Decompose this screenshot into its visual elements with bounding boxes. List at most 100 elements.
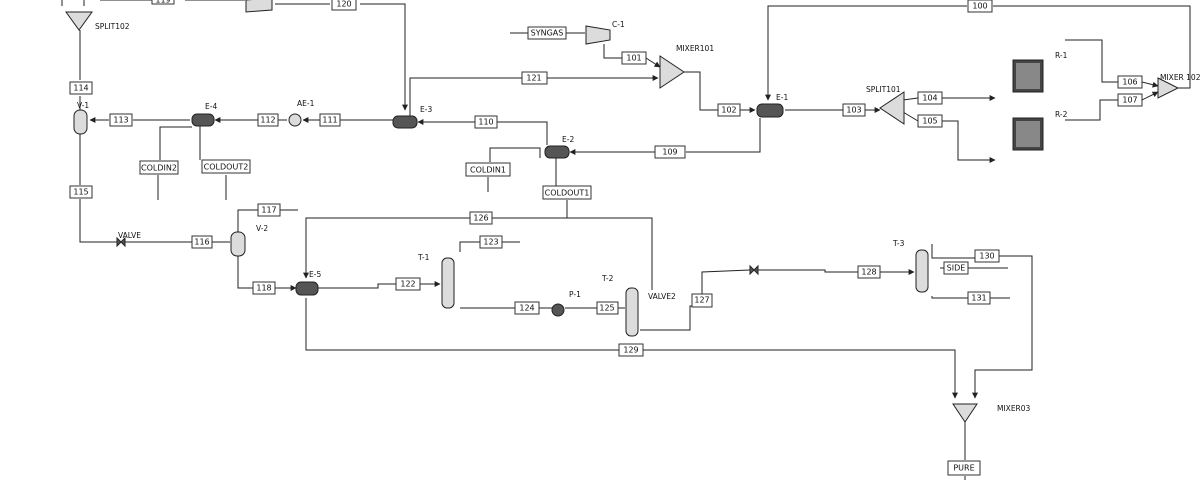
svg-text:109: 109 [662,148,677,157]
stream-tag-116: 116 [191,235,213,249]
svg-text:COLDIN2: COLDIN2 [141,164,177,173]
label-t3: T-3 [892,239,905,248]
svg-text:COLDOUT1: COLDOUT1 [545,189,590,198]
svg-text:104: 104 [922,94,937,103]
stream-tag-114: 114 [69,81,93,95]
svg-text:127: 127 [694,296,709,305]
svg-text:126: 126 [473,214,488,223]
svg-text:122: 122 [400,280,415,289]
stream-tag-128: 128 [857,265,881,279]
label-v1: V-1 [77,101,89,110]
stream-tag-104: 104 [917,91,943,105]
stream-tag-coldout1: COLDOUT1 [542,185,592,200]
stream-tag-131: 131 [967,291,991,305]
stream-tag-120: 120 [331,0,357,11]
stream-tag-113: 113 [109,113,133,127]
svg-text:129: 129 [623,346,638,355]
p1-symbol [551,303,565,317]
svg-text:SIDE: SIDE [947,264,966,273]
stream-tag-127: 127 [691,293,713,308]
stream-tag-side: SIDE [943,261,969,275]
stream-tag-coldin1: COLDIN1 [465,162,511,177]
stream-tag-105: 105 [917,114,943,128]
svg-text:PURE: PURE [953,464,974,473]
svg-text:106: 106 [1122,78,1137,87]
label-e2: E-2 [562,135,574,144]
stream-tag-126: 126 [469,211,493,225]
svg-text:110: 110 [478,118,493,127]
svg-text:118: 118 [256,284,271,293]
stream-tag-124: 124 [514,301,540,315]
stream-tag-coldin2: COLDIN2 [139,160,179,175]
mixer101-symbol [659,55,685,89]
svg-text:100: 100 [972,2,987,11]
stream-tag-125: 125 [596,301,619,315]
svg-text:114: 114 [73,84,88,93]
stream-tag-pure: PURE [947,460,981,476]
stream-lines [61,0,1191,480]
valve-symbol [116,236,126,248]
valve-t3-symbol [749,264,759,276]
stream-tag-coldout2: COLDOUT2 [201,159,251,174]
svg-text:125: 125 [599,304,614,313]
stream-tag-118: 118 [252,281,276,295]
c1-symbol [585,25,611,45]
svg-text:124: 124 [519,304,534,313]
r2-symbol [1012,117,1044,151]
label-mixer101: MIXER101 [676,44,714,53]
e4-symbol [191,113,215,127]
label-split101: SPLIT101 [866,85,901,94]
label-mixer03: MIXER03 [997,404,1031,413]
svg-text:107: 107 [1122,96,1137,105]
t2-symbol [625,287,639,337]
svg-text:COLDOUT2: COLDOUT2 [204,163,249,172]
r1-symbol [1012,59,1044,93]
svg-text:123: 123 [483,238,498,247]
svg-text:112: 112 [260,116,275,125]
stream-tag-121: 121 [521,71,548,85]
stream-tag-107: 107 [1117,93,1143,107]
stream-tag-106: 106 [1117,75,1143,89]
svg-text:103: 103 [846,106,861,115]
svg-text:111: 111 [322,116,337,125]
label-split102: SPLIT102 [95,22,130,31]
svg-text:130: 130 [979,252,994,261]
label-mixer102: MIXER 102 [1160,73,1200,82]
stream-tag-112: 112 [257,113,279,127]
e5-symbol [295,281,319,296]
label-e4: E-4 [205,102,217,111]
svg-text:105: 105 [922,117,937,126]
label-v2: V-2 [256,224,268,233]
e2-symbol [544,145,570,159]
label-e3: E-3 [420,105,432,114]
stream-tag-129: 129 [618,343,644,357]
label-ae1: AE-1 [297,99,315,108]
svg-text:101: 101 [626,54,641,63]
v2-symbol [230,231,246,257]
v1-symbol [73,109,88,135]
stream-tag-123: 123 [479,235,503,249]
stream-tag-119: 119 [151,0,175,5]
svg-text:131: 131 [971,294,986,303]
stream-tag-109: 109 [654,145,686,159]
stream-tag-102: 102 [717,103,741,117]
equipment-labels: SPLIT102 C-1 MIXER101 V-1 E-4 AE-1 E-3 E… [77,20,1200,413]
ae1-symbol [288,113,302,127]
stream-tag-122: 122 [395,277,421,291]
stream-tag-103: 103 [842,103,866,117]
label-t2: T-2 [601,274,614,283]
svg-text:120: 120 [336,0,351,9]
compressor-top-symbol [245,0,273,13]
mixer03-symbol [952,403,978,423]
svg-text:COLDIN1: COLDIN1 [470,166,506,175]
stream-tag-110: 110 [474,115,498,129]
label-r2: R-2 [1055,110,1068,119]
label-valve2: VALVE2 [648,292,676,301]
svg-text:117: 117 [261,206,276,215]
split101-symbol [879,91,905,125]
equipment-shapes [65,0,1180,423]
label-valve: VALVE [118,231,141,240]
stream-tag-101: 101 [621,51,647,65]
label-e1: E-1 [776,93,788,102]
